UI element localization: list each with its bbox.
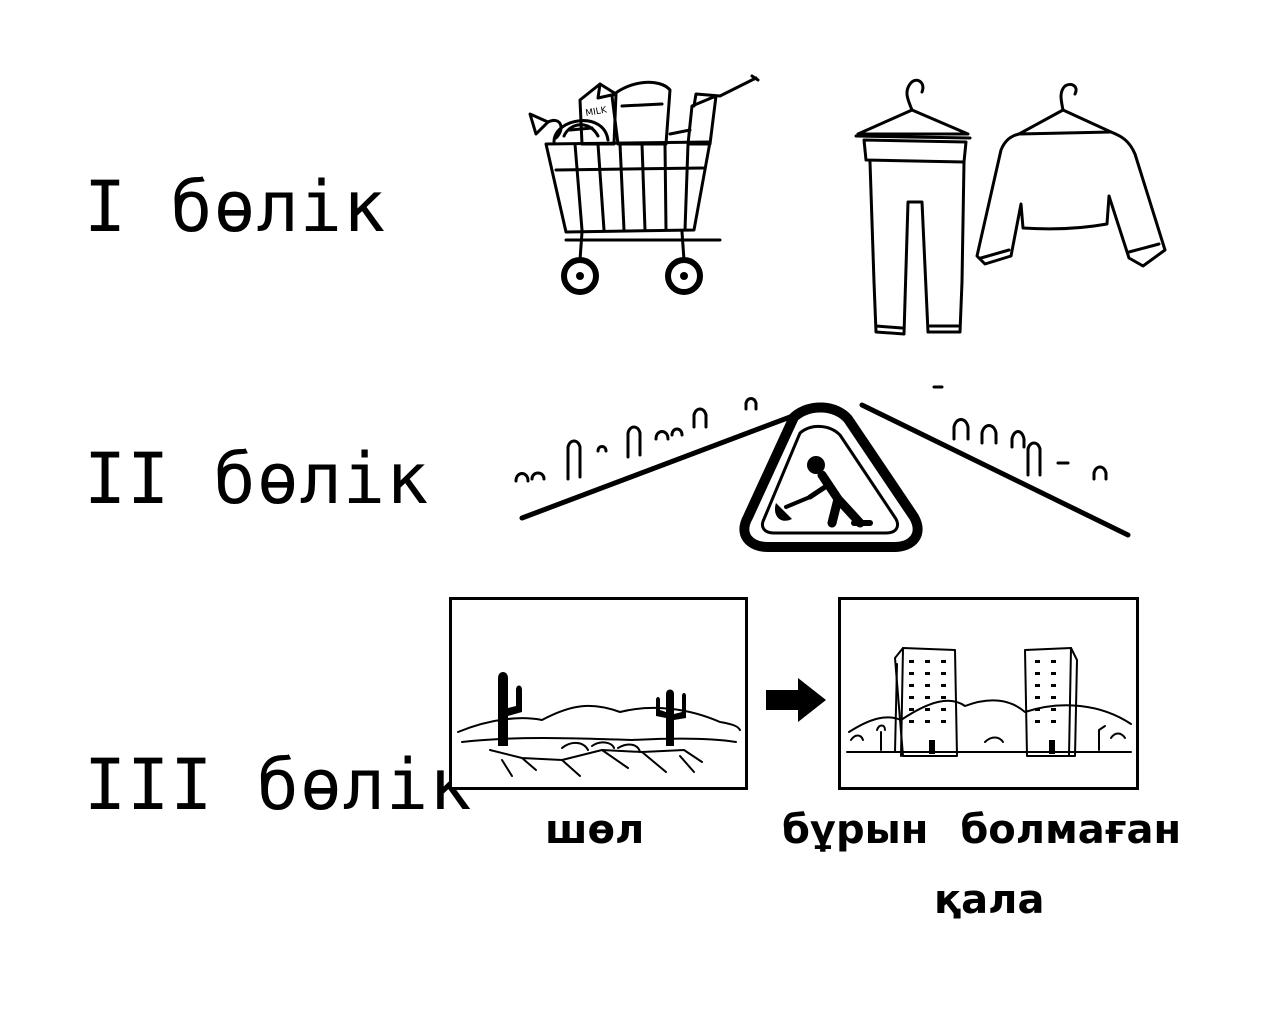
desert-cactus-scene [457, 672, 741, 777]
section-label-1: I бөлік [84, 166, 387, 248]
city-buildings-scene [846, 647, 1132, 757]
section-label-3: III бөлік [84, 744, 473, 826]
section-label-2: II бөлік [84, 438, 430, 520]
steppe-picture [449, 597, 748, 790]
arrow-right-icon [766, 678, 826, 722]
city-picture [838, 597, 1139, 790]
shopping-cart-icon: MILK [528, 74, 760, 295]
construction-scene [514, 385, 1131, 552]
shirt-on-hanger-icon [975, 82, 1167, 268]
caption-city: қала [934, 877, 1045, 923]
construction-sign-icon [739, 402, 923, 552]
caption-never-before: бұрын болмаған [782, 807, 1182, 853]
milk-box-label: MILK [585, 105, 609, 119]
pants-on-hanger-icon [854, 78, 972, 336]
caption-steppe: шөл [545, 807, 645, 853]
